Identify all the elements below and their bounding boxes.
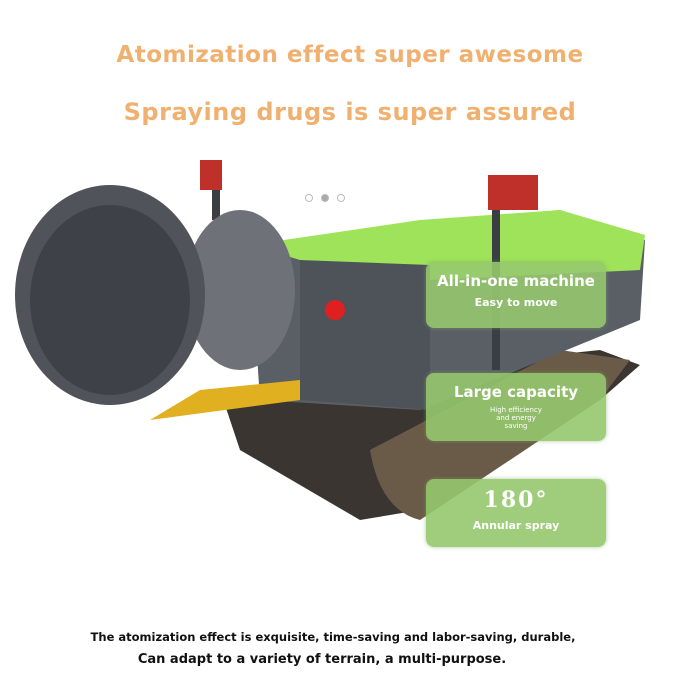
carousel-dot[interactable] [337,194,345,202]
feature-title: Large capacity [453,383,579,401]
feature-card-all-in-one: All-in-one machine Easy to move [426,262,606,328]
carousel-dot[interactable] [305,194,313,202]
feature-title: All-in-one machine [437,272,595,290]
feature-card-annular-spray: 180° Annular spray [426,479,606,547]
feature-title: 180° [483,487,549,513]
feature-subtitle-line: High efficiency [490,406,542,414]
caption-line-2: Can adapt to a variety of terrain, a mul… [137,652,507,667]
feature-subtitle: Annular spray [472,519,560,532]
feature-card-large-capacity: Large capacity High efficiency and energ… [426,373,606,441]
carousel-dots [305,194,345,202]
headline-1: Atomization effect super awesome [116,42,584,68]
carousel-dot-active[interactable] [321,194,329,202]
caption-line-1: The atomization effect is exquisite, tim… [90,630,576,644]
headline-2: Spraying drugs is super assured [123,98,577,126]
feature-subtitle: Easy to move [474,296,558,309]
feature-subtitle-line: saving [504,422,528,430]
feature-subtitle-line: and energy [496,414,536,422]
